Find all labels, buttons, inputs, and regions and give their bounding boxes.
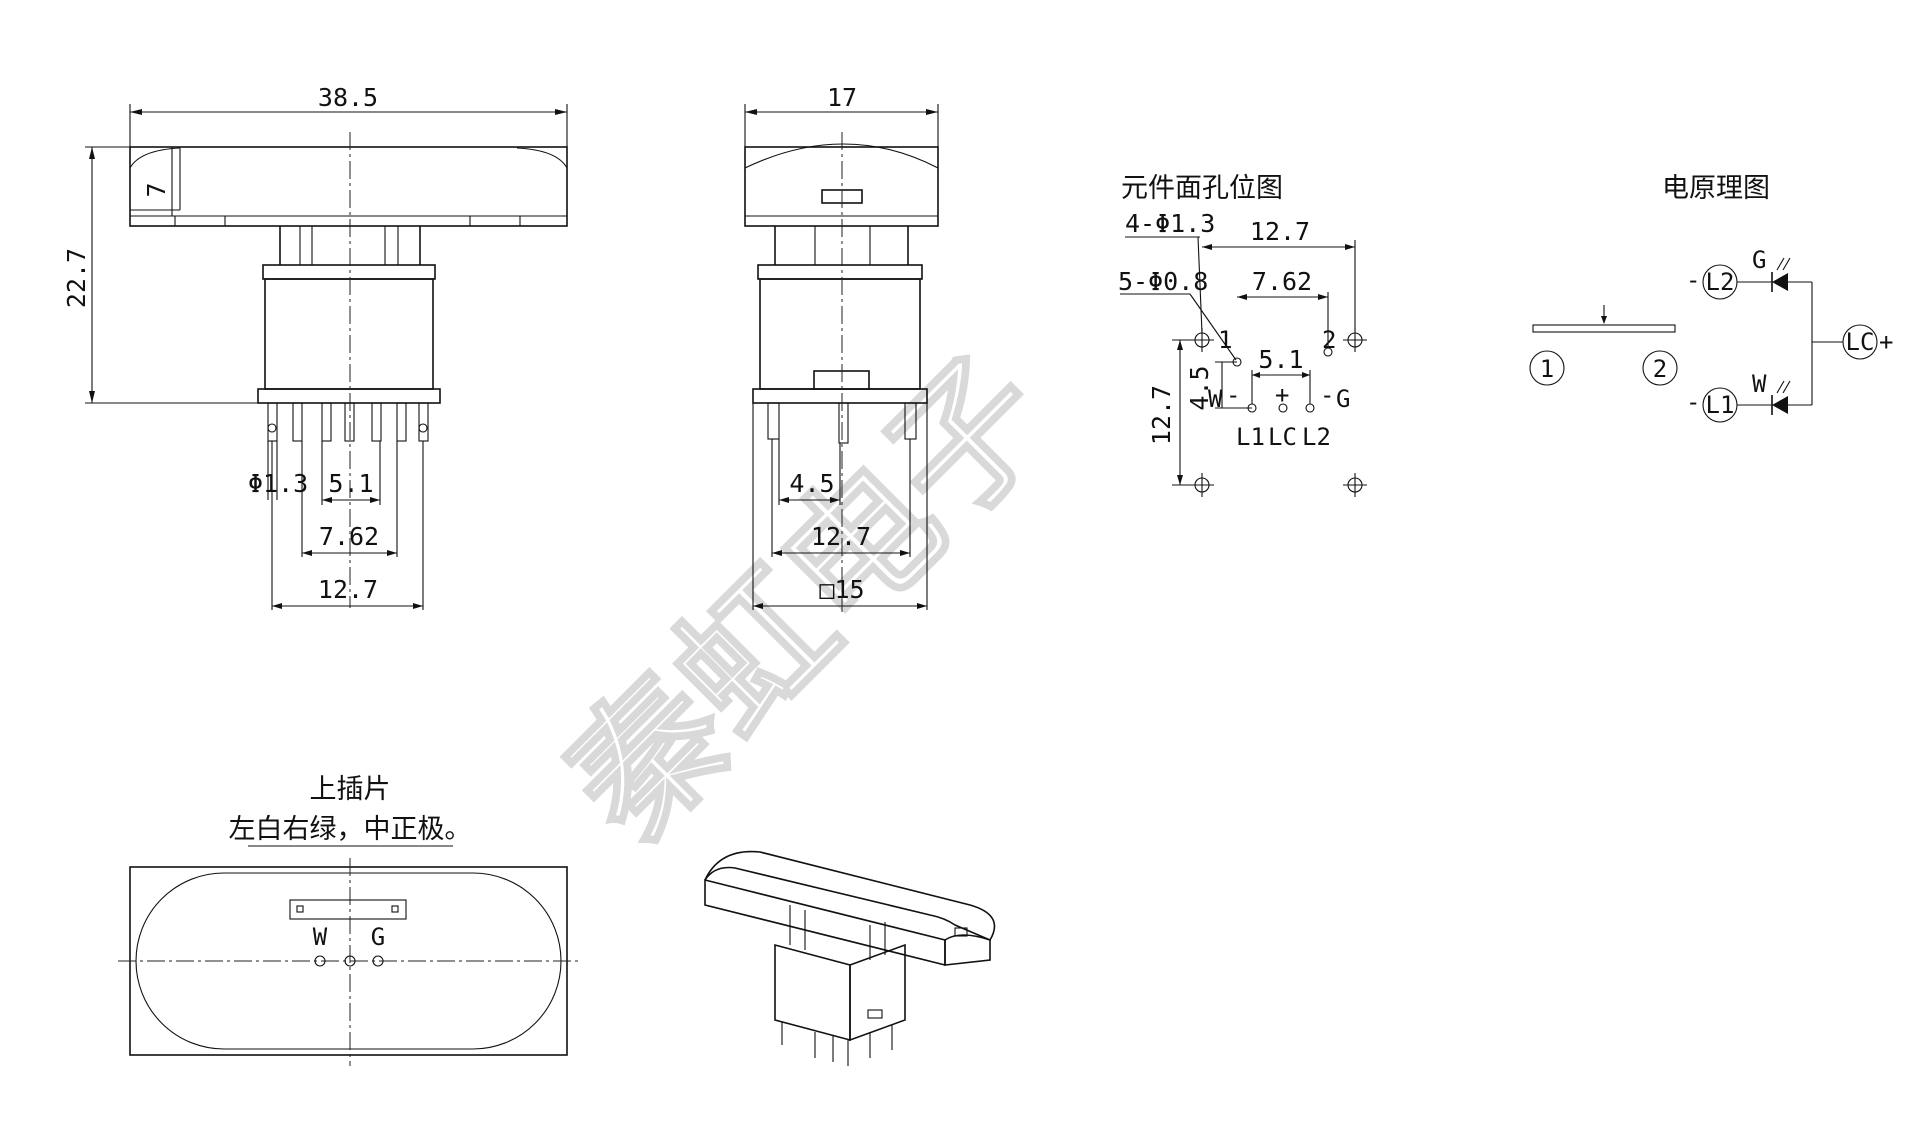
lc-circle bbox=[1842, 324, 1878, 360]
lc-plus: + bbox=[1879, 328, 1893, 356]
dim-hole-12-7-h: 12.7 bbox=[1250, 217, 1310, 246]
led-w-label: W bbox=[1752, 370, 1767, 398]
mark-w: W bbox=[1208, 385, 1223, 413]
dim-front-pitch-5-1: 5.1 bbox=[328, 469, 373, 498]
dim-side-pitch-4-5: 4.5 bbox=[789, 469, 834, 498]
hole-layout-title: 元件面孔位图 bbox=[1121, 173, 1283, 204]
l2-minus: - bbox=[1686, 266, 1700, 294]
l2-label: L2 bbox=[1706, 268, 1735, 296]
dim-hole-7-62: 7.62 bbox=[1252, 267, 1312, 296]
dim-hole-5-1: 5.1 bbox=[1258, 345, 1303, 374]
lc-label: LC bbox=[1846, 328, 1875, 356]
dim-side-width: 17 bbox=[827, 83, 857, 112]
dim-front-total-height: 22.7 bbox=[62, 248, 91, 308]
pin-label-l2: L2 bbox=[1302, 423, 1331, 451]
isometric-view bbox=[704, 850, 996, 1066]
top-pin-g bbox=[372, 955, 384, 967]
schematic-title: 电原理图 bbox=[1662, 173, 1770, 204]
watermark-text: 秦虹电子 bbox=[535, 326, 1083, 874]
small-hole bbox=[1305, 403, 1315, 413]
tab-slot bbox=[289, 899, 407, 920]
pin-label-1: 1 bbox=[1218, 326, 1232, 354]
watermark: 秦虹电子 bbox=[533, 324, 1084, 875]
front-body-base bbox=[257, 388, 441, 404]
top-view-title-line2: 左白右绿，中正极。 bbox=[229, 814, 472, 845]
top-mark-g: G bbox=[371, 923, 385, 951]
dim-hole-4-5: 4.5 bbox=[1185, 365, 1214, 410]
large-hole bbox=[1343, 473, 1367, 497]
mark-g: G bbox=[1336, 385, 1350, 413]
mark-plus: + bbox=[1275, 381, 1289, 409]
pin-label-l1: L1 bbox=[1236, 423, 1265, 451]
top-pin-lc bbox=[344, 955, 356, 967]
dim-side-pitch-12-7: 12.7 bbox=[811, 522, 871, 551]
top-mark-w: W bbox=[313, 923, 328, 951]
pin-label-2: 2 bbox=[1322, 326, 1336, 354]
contact-2-circle bbox=[1642, 350, 1678, 386]
switch-contact-bar bbox=[1532, 324, 1676, 333]
large-hole bbox=[1343, 328, 1367, 352]
dim-4-holes: 4-Φ1.3 bbox=[1125, 209, 1215, 238]
mark-minus-right: - bbox=[1320, 381, 1334, 409]
small-hole bbox=[1278, 403, 1288, 413]
dim-front-pitch-12-7: 12.7 bbox=[318, 575, 378, 604]
top-view-title-line1: 上插片 bbox=[310, 774, 391, 805]
dim-5-holes: 5-Φ0.8 bbox=[1118, 267, 1208, 296]
front-cap-outline bbox=[129, 146, 568, 227]
front-body bbox=[264, 278, 434, 390]
dim-hole-12-7-v: 12.7 bbox=[1147, 385, 1176, 445]
pin-label-lc: LC bbox=[1268, 423, 1297, 451]
dim-front-cap-height: 7 bbox=[142, 182, 171, 197]
front-body-top bbox=[262, 264, 436, 280]
mark-minus-left: - bbox=[1226, 381, 1240, 409]
contact-2-label: 2 bbox=[1653, 355, 1667, 383]
top-view: 上插片 左白右绿，中正极。 W G bbox=[118, 774, 580, 1066]
dim-side-body: □15 bbox=[819, 575, 864, 604]
front-view: 38.5 7 22.7 Φ1.3 5.1 7.62 12.7 bbox=[62, 83, 568, 610]
side-view: 17 4.5 12.7 □15 bbox=[744, 83, 939, 612]
dim-pin-diameter: Φ1.3 bbox=[248, 469, 308, 498]
l1-minus: - bbox=[1686, 388, 1700, 416]
led-g-label: G bbox=[1752, 246, 1766, 274]
top-pin-w bbox=[314, 955, 326, 967]
hole-layout: 元件面孔位图 bbox=[1118, 173, 1367, 497]
dim-front-width: 38.5 bbox=[318, 83, 378, 112]
l1-label: L1 bbox=[1706, 391, 1735, 419]
contact-1-circle bbox=[1529, 350, 1565, 386]
contact-1-label: 1 bbox=[1540, 355, 1554, 383]
schematic: 电原理图 1 2 - L2 G - L1 W LC bbox=[1529, 173, 1893, 423]
dim-front-pitch-7-62: 7.62 bbox=[319, 522, 379, 551]
